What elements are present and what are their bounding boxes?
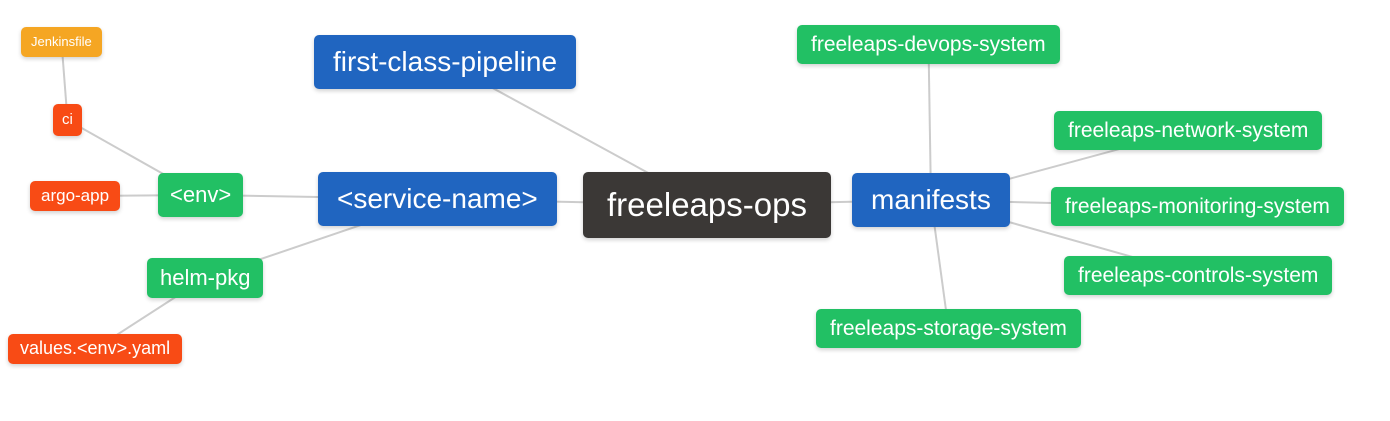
node-jenkinsfile[interactable]: Jenkinsfile	[21, 27, 102, 57]
node-values-env-yaml[interactable]: values.<env>.yaml	[8, 334, 183, 364]
node-manifests[interactable]: manifests	[852, 173, 1010, 227]
node-ci[interactable]: ci	[53, 104, 82, 136]
node-freeleaps-controls-system[interactable]: freeleaps-controls-system	[1064, 256, 1333, 296]
node-freeleaps-storage-system[interactable]: freeleaps-storage-system	[816, 309, 1081, 349]
node-freeleaps-ops-root[interactable]: freeleaps-ops	[583, 172, 831, 238]
node-freeleaps-network-system[interactable]: freeleaps-network-system	[1054, 111, 1323, 151]
node-freeleaps-devops-system[interactable]: freeleaps-devops-system	[797, 25, 1060, 65]
node-freeleaps-monitoring-system[interactable]: freeleaps-monitoring-system	[1051, 187, 1344, 227]
node-env[interactable]: <env>	[158, 173, 244, 218]
node-argo-app[interactable]: argo-app	[30, 181, 121, 212]
node-service-name[interactable]: <service-name>	[318, 172, 557, 226]
node-helm-pkg[interactable]: helm-pkg	[147, 258, 264, 299]
node-first-class-pipeline[interactable]: first-class-pipeline	[314, 35, 577, 89]
